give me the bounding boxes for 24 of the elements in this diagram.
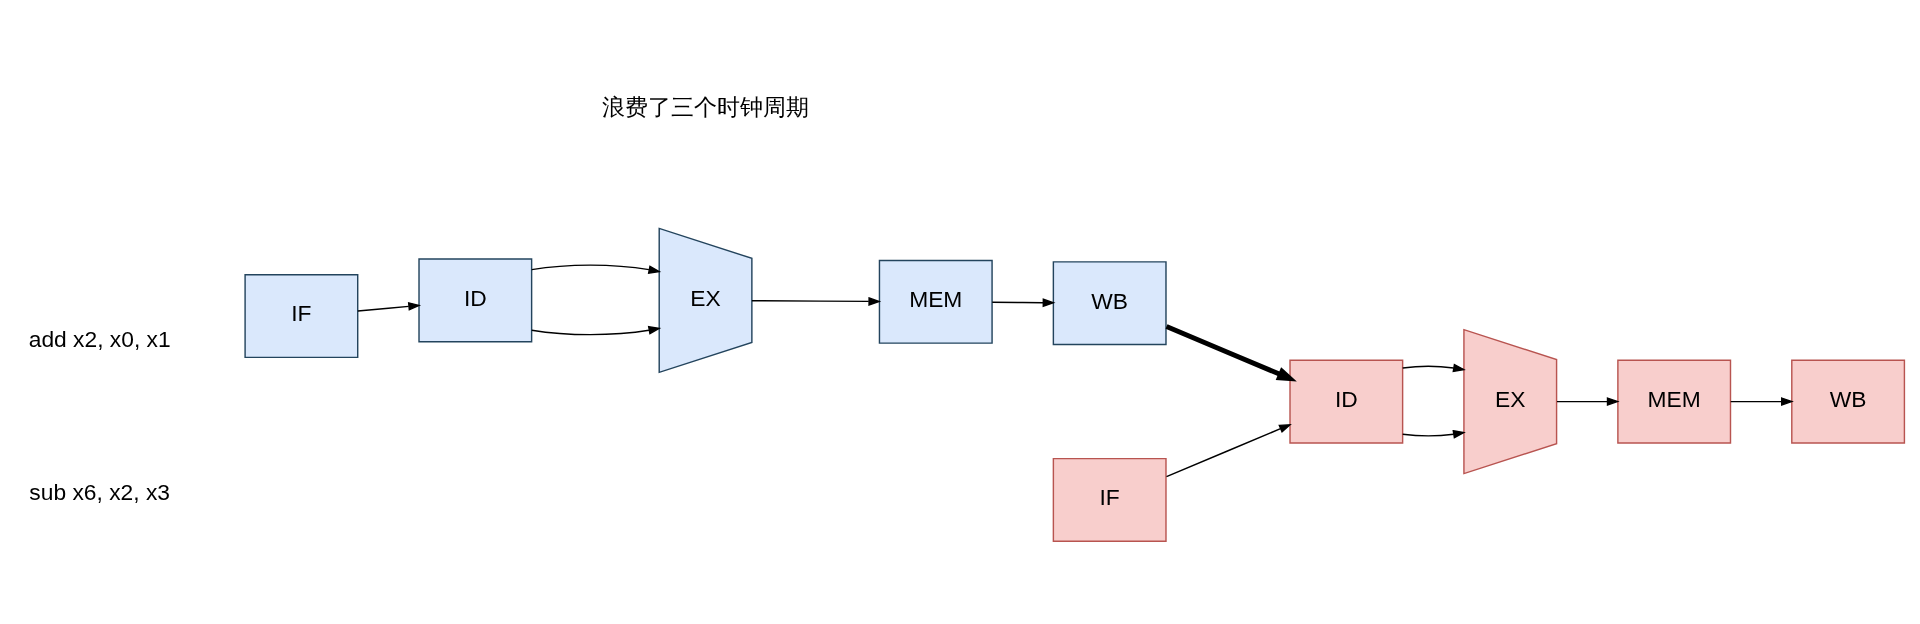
node-box: MEM — [878, 259, 993, 344]
arrow — [531, 263, 662, 274]
node-box: WB — [1052, 260, 1167, 345]
arrow — [1402, 429, 1466, 439]
arrow — [357, 301, 422, 312]
arrow — [751, 296, 882, 306]
arrow — [991, 297, 1056, 307]
arrow — [1402, 362, 1466, 372]
node-box: IF — [244, 273, 359, 358]
node-box: ID — [418, 257, 533, 342]
arrow — [531, 325, 662, 335]
node-box: MEM — [1617, 359, 1732, 444]
label: sub x6, x2, x3 — [29, 478, 171, 505]
node-box: EX — [658, 226, 753, 373]
arrow — [1165, 323, 1297, 381]
arrow — [1165, 423, 1292, 477]
node-box: IF — [1052, 457, 1167, 542]
node-box: WB — [1791, 359, 1906, 444]
arrow — [1729, 396, 1794, 406]
node-box: ID — [1289, 359, 1404, 444]
node-box: EX — [1463, 328, 1558, 475]
label: 浪费了三个时钟周期 — [602, 93, 810, 120]
label: add x2, x0, x1 — [28, 325, 171, 352]
arrow — [1556, 396, 1620, 406]
